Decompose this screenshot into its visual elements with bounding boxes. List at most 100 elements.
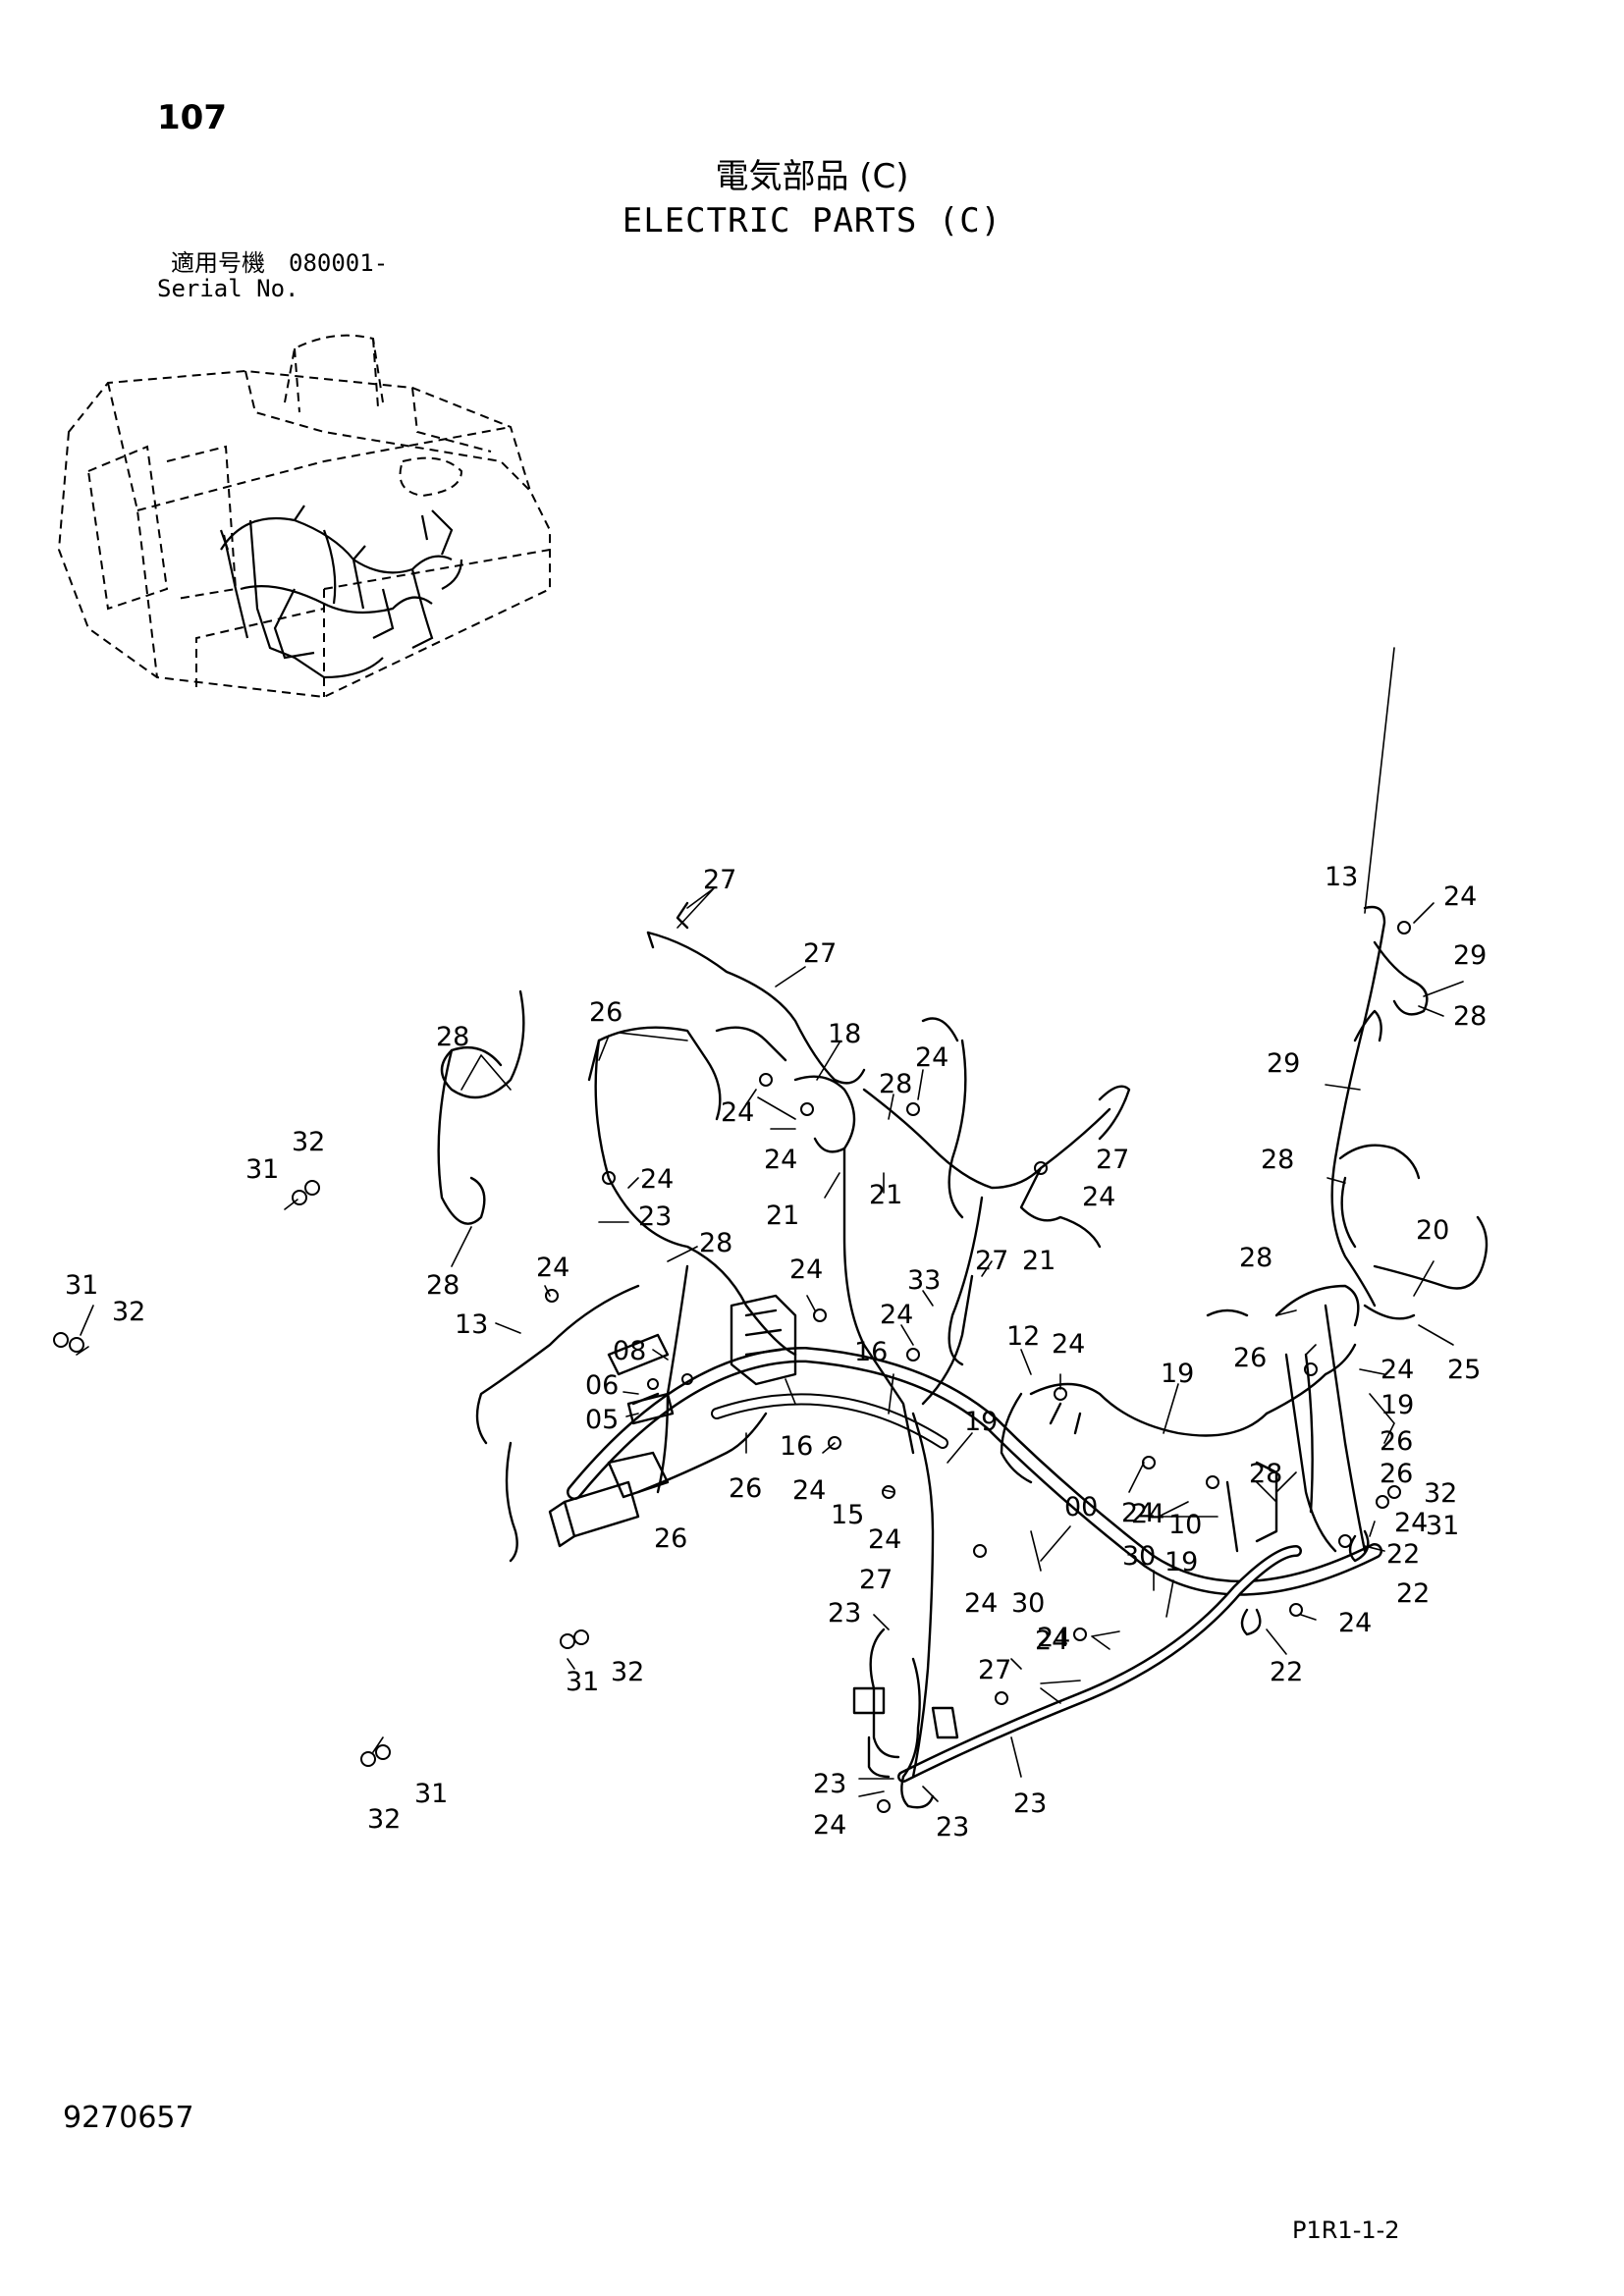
callout: 24 <box>1052 1329 1085 1360</box>
callout: 24 <box>789 1255 823 1285</box>
callout: 28 <box>879 1069 912 1099</box>
callout: 26 <box>1380 1426 1413 1457</box>
callout: 27 <box>1096 1145 1129 1175</box>
lower-harness <box>897 1545 1302 1783</box>
callout: 24 <box>964 1588 998 1619</box>
callout: 28 <box>1239 1243 1272 1273</box>
callout: 26 <box>1233 1343 1267 1373</box>
callout: 24 <box>792 1475 826 1506</box>
callout: 24 <box>1394 1508 1428 1538</box>
callout: 12 <box>1006 1321 1040 1352</box>
callout: 32 <box>112 1297 145 1327</box>
serial-value: 080001- <box>289 249 389 277</box>
callout: 24 <box>640 1164 674 1195</box>
callout: 31 <box>65 1270 98 1301</box>
serial-info: 適用号機 080001- Serial No. <box>157 250 388 301</box>
callout: 18 <box>828 1019 861 1049</box>
callout: 26 <box>729 1473 762 1504</box>
callout: 28 <box>436 1022 469 1052</box>
title-english: ELECTRIC PARTS (C) <box>622 201 1002 240</box>
callout: 25 <box>1447 1355 1481 1385</box>
callout: 28 <box>1261 1145 1294 1175</box>
callout: 24 <box>868 1524 901 1555</box>
callout: 33 <box>907 1265 941 1296</box>
callout: 24 <box>1035 1626 1068 1656</box>
callout: 26 <box>589 997 623 1028</box>
callout: 19 <box>1380 1390 1414 1420</box>
callout: 23 <box>936 1812 969 1842</box>
callout: 24 <box>536 1253 569 1283</box>
callout: 19 <box>1161 1359 1194 1389</box>
serial-label-en: Serial No. <box>157 275 299 302</box>
callout: 24 <box>1338 1608 1372 1638</box>
callout: 24 <box>1037 1623 1070 1653</box>
callout: 23 <box>1013 1789 1047 1819</box>
inset-harness <box>219 505 463 679</box>
harness-diagram <box>53 647 1489 1813</box>
locator-inset <box>57 334 551 699</box>
page-number: 107 <box>157 98 227 137</box>
callout: 29 <box>1267 1048 1300 1079</box>
callout: 27 <box>803 938 837 969</box>
callout: 24 <box>1121 1498 1155 1528</box>
callout: 21 <box>869 1180 902 1210</box>
callout: 00 <box>1064 1492 1098 1522</box>
callout: 19 <box>964 1407 998 1437</box>
callout: 22 <box>1270 1657 1303 1687</box>
sheet-code: P1R1-1-2 <box>1292 2216 1400 2244</box>
callout: 31 <box>566 1667 599 1697</box>
callout: 31 <box>414 1779 448 1809</box>
callout: 28 <box>1453 1001 1487 1032</box>
callout: 32 <box>292 1127 325 1157</box>
callout: 32 <box>611 1657 644 1687</box>
callout: 24 <box>1380 1355 1414 1385</box>
callout: 24 <box>880 1300 913 1330</box>
callout: 13 <box>455 1309 488 1340</box>
title-japanese: 電気部品 (C) <box>715 157 909 196</box>
callout: 31 <box>1426 1511 1459 1541</box>
callout: 08 <box>613 1336 646 1366</box>
main-harness-trunk <box>567 1347 1382 1596</box>
callout: 24 <box>915 1042 948 1073</box>
callout: 21 <box>766 1201 799 1231</box>
callout: 29 <box>1453 940 1487 971</box>
callout: 24 <box>1443 881 1477 912</box>
leader-lines <box>76 647 1464 1802</box>
callout: 26 <box>654 1523 687 1554</box>
callout: 24 <box>721 1097 754 1128</box>
callout: 22 <box>1396 1578 1430 1609</box>
callout: 23 <box>813 1769 846 1799</box>
callout: 27 <box>978 1655 1011 1685</box>
callout: 24 <box>764 1145 797 1175</box>
callout: 13 <box>1325 862 1358 892</box>
callout: 24 <box>1131 1499 1164 1529</box>
callout: 31 <box>245 1154 279 1185</box>
cab-outline <box>57 334 551 699</box>
callout: 24 <box>1082 1182 1115 1212</box>
callout: 27 <box>975 1246 1008 1276</box>
callout: 10 <box>1168 1510 1202 1540</box>
callout: 23 <box>638 1201 672 1232</box>
callout: 06 <box>585 1370 619 1401</box>
callout: 27 <box>859 1565 893 1595</box>
callout: 20 <box>1416 1215 1449 1246</box>
callout: 28 <box>699 1228 732 1258</box>
branch-wires <box>437 901 1489 1809</box>
callout: 16 <box>780 1431 813 1462</box>
callout: 19 <box>1164 1547 1198 1577</box>
callout: 22 <box>1386 1539 1420 1570</box>
callout: 32 <box>1424 1478 1457 1509</box>
callout: 15 <box>831 1500 864 1530</box>
callout: 21 <box>1022 1246 1056 1276</box>
callout: 05 <box>585 1405 619 1435</box>
callout: 28 <box>1249 1459 1282 1489</box>
callout: 23 <box>828 1598 861 1629</box>
callout: 30 <box>1011 1588 1045 1619</box>
serial-label-jp: 適用号機 <box>171 249 265 277</box>
callout: 28 <box>426 1270 460 1301</box>
callout: 30 <box>1122 1541 1156 1572</box>
callout: 32 <box>367 1804 401 1835</box>
callout: 16 <box>854 1337 888 1367</box>
document-number: 9270657 <box>63 2101 194 2135</box>
